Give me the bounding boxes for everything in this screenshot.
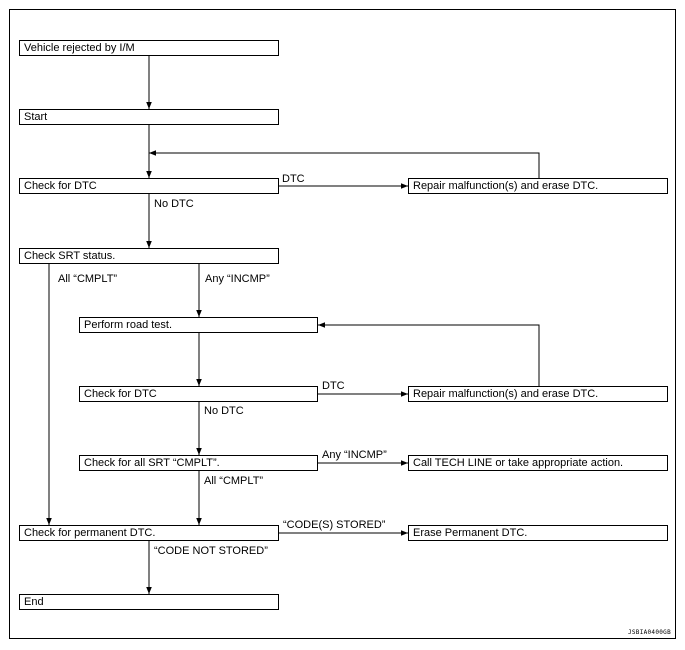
arrow-repair-2-loop-back [318,322,540,386]
box-tech-line: Call TECH LINE or take appropriate actio… [408,455,668,471]
label-codes-stored: “CODE(S) STORED” [283,519,386,531]
box-start: Start [19,109,279,125]
box-end: End [19,594,279,610]
box-check-permanent: Check for permanent DTC. [19,525,279,541]
figure-code: JSBIA0400GB [627,629,671,636]
label-no-dtc-2: No DTC [204,405,244,417]
box-repair-1: Repair malfunction(s) and erase DTC. [408,178,668,194]
box-repair-2: Repair malfunction(s) and erase DTC. [408,386,668,402]
label-dtc-2: DTC [322,380,345,392]
label-any-incmp-1: Any “INCMP” [205,273,270,285]
diagram-frame [9,9,676,639]
label-code-not-stored: “CODE NOT STORED” [154,545,268,557]
box-erase-permanent: Erase Permanent DTC. [408,525,668,541]
box-road-test: Perform road test. [79,317,318,333]
label-all-cmplt-1: All “CMPLT” [58,273,118,285]
arrow-repair-loop-back [149,150,540,178]
box-vehicle-rejected: Vehicle rejected by I/M [19,40,279,56]
box-check-dtc-2: Check for DTC [79,386,318,402]
label-no-dtc-1: No DTC [154,198,194,210]
box-check-srt: Check SRT status. [19,248,279,264]
box-check-all-srt: Check for all SRT “CMPLT”. [79,455,318,471]
label-dtc-1: DTC [282,173,305,185]
box-check-dtc-1: Check for DTC [19,178,279,194]
label-any-incmp-2: Any “INCMP” [322,449,387,461]
label-all-cmplt-2: All “CMPLT” [204,475,264,487]
